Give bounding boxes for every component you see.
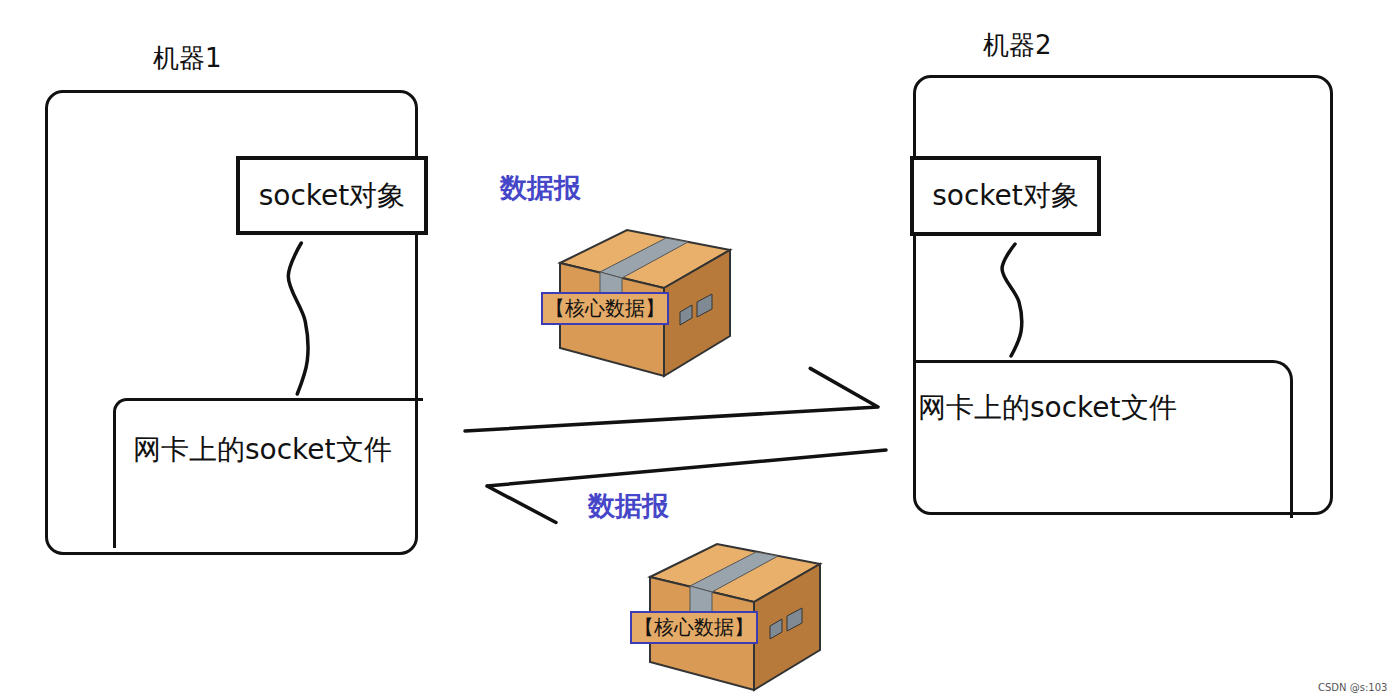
box-sticker xyxy=(680,305,692,325)
wavy-link xyxy=(1002,244,1022,356)
box-side xyxy=(664,250,730,376)
box-side xyxy=(754,564,820,690)
box-sticker xyxy=(770,619,782,639)
datagram-label: 数据报 xyxy=(588,488,669,524)
machine-box: 机器2socket对象网卡上的socket文件 xyxy=(913,75,1333,515)
datagram-arrow xyxy=(487,450,886,522)
machine-heading: 机器2 xyxy=(983,28,1052,63)
node-label: 网卡上的socket文件 xyxy=(918,389,1177,427)
nic-socket-file-box: 网卡上的socket文件 xyxy=(916,360,1293,518)
wavy-link xyxy=(288,243,308,394)
machine-heading: 机器1 xyxy=(153,41,222,76)
box-sticker xyxy=(697,294,712,317)
box-tape xyxy=(600,238,688,278)
nic-socket-file-box: 网卡上的socket文件 xyxy=(113,398,423,548)
machine-box: 机器1socket对象网卡上的socket文件 xyxy=(45,90,418,555)
box-sticker xyxy=(787,608,802,631)
datagram-label: 数据报 xyxy=(500,170,581,206)
node-label: 网卡上的socket文件 xyxy=(133,431,392,469)
box-tape xyxy=(690,552,778,592)
datagram-arrow xyxy=(465,368,878,431)
watermark: CSDN @s:103 xyxy=(1318,682,1387,693)
node-label: socket对象 xyxy=(932,177,1079,215)
socket-object-box: socket对象 xyxy=(236,156,428,235)
payload-tag: 【核心数据】 xyxy=(541,292,669,325)
payload-tag: 【核心数据】 xyxy=(630,611,758,644)
node-label: socket对象 xyxy=(259,177,406,215)
socket-object-box: socket对象 xyxy=(910,156,1101,236)
